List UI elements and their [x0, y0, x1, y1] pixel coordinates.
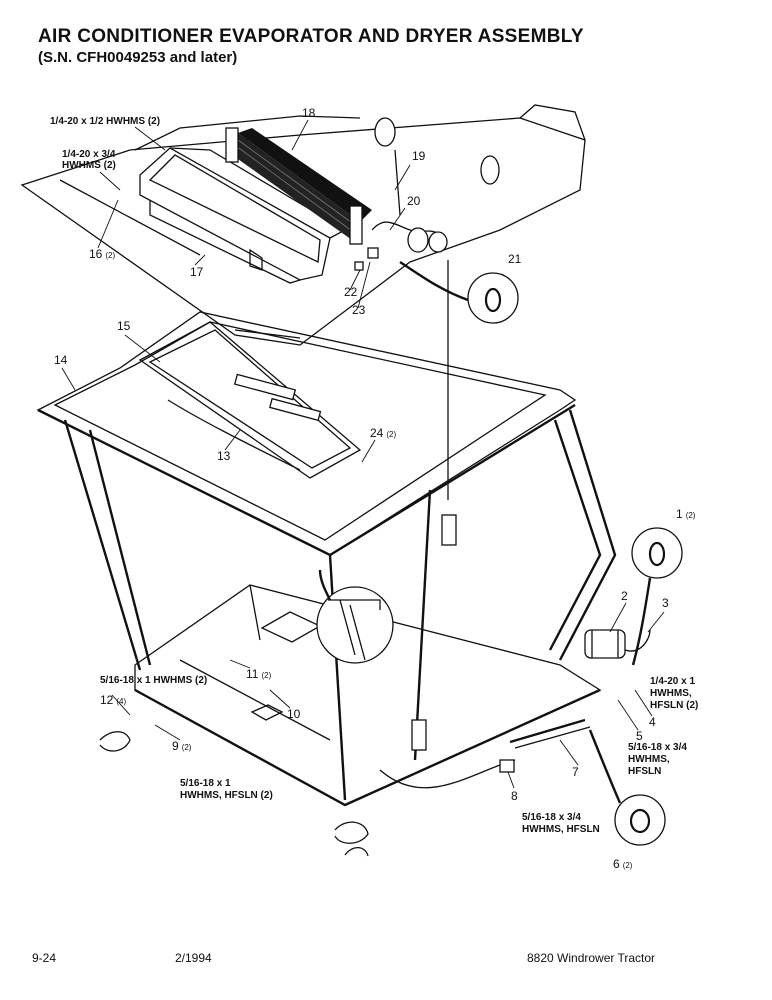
callout-1-qty: (2) — [686, 511, 696, 520]
callout-9: 9(2) — [172, 739, 192, 753]
leader-lines — [61, 119, 665, 789]
dryer-and-hose — [379, 629, 651, 789]
callout-12: 12(4) — [100, 693, 126, 707]
callout-23: 23 — [352, 303, 366, 317]
callout-11-number: 11 — [246, 667, 259, 681]
callout-22: 22 — [344, 285, 358, 299]
callout-19: 19 — [412, 149, 426, 163]
page-title: AIR CONDITIONER EVAPORATOR AND DRYER ASS… — [38, 26, 584, 47]
callout-9-number: 9 — [172, 739, 179, 753]
hardware-label-6c: HFSLN — [628, 766, 661, 777]
callout-13: 13 — [217, 449, 231, 463]
hardware-label-2a: 1/4-20 x 3/4 — [62, 149, 116, 160]
callout-5: 5 — [636, 729, 643, 743]
serial-number-subtitle: (S.N. CFH0049253 and later) — [38, 49, 238, 66]
callout-6-qty: (2) — [623, 861, 633, 870]
cab-frame — [36, 260, 617, 857]
hardware-label-1: 1/4-20 x 1/2 HWHMS (2) — [50, 116, 160, 127]
o-ring-detail-21 — [399, 260, 519, 324]
hardware-label-6b: HWHMS, — [628, 754, 670, 765]
evaporator-core — [225, 127, 372, 245]
callout-12-qty: (4) — [116, 697, 126, 706]
callout-18: 18 — [302, 106, 316, 120]
callout-24-qty: (2) — [386, 430, 396, 439]
callout-2: 2 — [621, 589, 628, 603]
callout-9-qty: (2) — [182, 743, 192, 752]
expansion-valve-fittings — [354, 117, 448, 271]
o-ring-detail-6 — [588, 729, 666, 846]
callout-6: 6(2) — [613, 857, 633, 871]
callout-1-number: 1 — [676, 507, 683, 521]
hardware-label-7b: HWHMS, HFSLN — [522, 824, 600, 835]
callout-11: 11(2) — [246, 667, 272, 681]
callout-8: 8 — [511, 789, 518, 803]
callout-16-qty: (2) — [105, 251, 115, 260]
callout-24: 24(2) — [370, 426, 396, 440]
hardware-label-4a: 5/16-18 x 1 — [180, 778, 231, 789]
callout-12-number: 12 — [100, 693, 114, 707]
revision-date: 2/1994 — [175, 951, 212, 965]
callout-15: 15 — [117, 319, 131, 333]
callout-4: 4 — [649, 715, 656, 729]
callout-16: 16(2) — [89, 247, 115, 261]
hardware-label-4b: HWHMS, HFSLN (2) — [180, 790, 273, 801]
evaporator-housing — [139, 147, 347, 284]
hardware-label-3: 5/16-18 x 1 HWHMS (2) — [100, 675, 207, 686]
callout-10: 10 — [287, 707, 301, 721]
callout-11-qty: (2) — [261, 671, 271, 680]
model-name: 8820 Windrower Tractor — [527, 951, 656, 965]
hardware-label-5a: 1/4-20 x 1 — [650, 676, 695, 687]
callout-3: 3 — [662, 596, 669, 610]
callout-24-number: 24 — [370, 426, 384, 440]
hardware-label-7a: 5/16-18 x 3/4 — [522, 812, 581, 823]
callout-16-number: 16 — [89, 247, 103, 261]
hardware-label-5b: HWHMS, — [650, 688, 692, 699]
callout-6-number: 6 — [613, 857, 620, 871]
callout-1: 1(2) — [676, 507, 696, 521]
callout-20: 20 — [407, 194, 421, 208]
callout-21: 21 — [508, 252, 522, 266]
hose-clamp-detail — [316, 569, 394, 664]
page-number: 9-24 — [32, 951, 57, 965]
callout-14: 14 — [54, 353, 68, 367]
callout-7: 7 — [572, 765, 579, 779]
hardware-label-2b: HWHMS (2) — [62, 160, 116, 171]
hardware-label-6a: 5/16-18 x 3/4 — [628, 742, 687, 753]
evaporator-tray — [138, 321, 362, 479]
o-ring-detail-1 — [631, 527, 683, 666]
callout-17: 17 — [190, 265, 204, 279]
hardware-label-5c: HFSLN (2) — [650, 700, 698, 711]
